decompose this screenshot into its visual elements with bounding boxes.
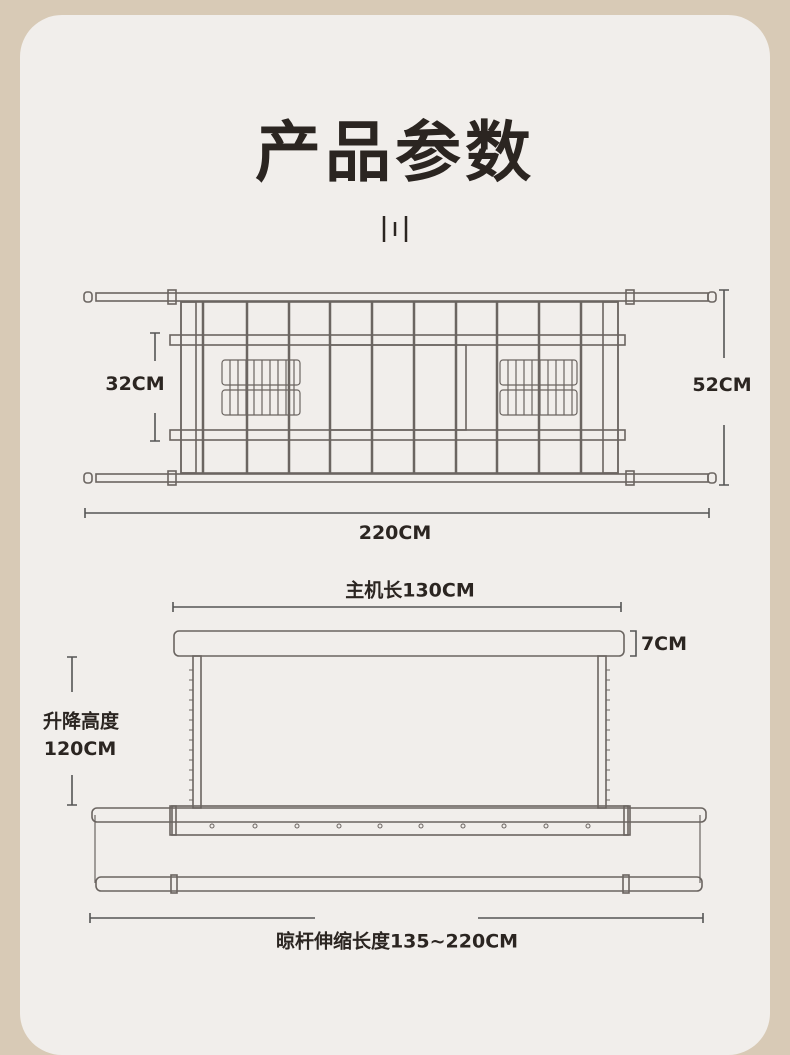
total-width-label: 220CM [358, 522, 432, 544]
holes [209, 823, 591, 829]
vent-right [499, 359, 578, 416]
vent-left [221, 359, 301, 416]
page-title: 产品参数 [255, 114, 535, 191]
top-view-drawing [83, 289, 717, 486]
host-length-label: 主机长130CM [345, 579, 475, 602]
host-height-label: 7CM [640, 633, 688, 655]
lift-height-label: 升降高度 [42, 710, 120, 733]
divider-icon [382, 216, 408, 242]
lift-height-value: 120CM [43, 738, 117, 760]
inner-height-label: 32CM [105, 373, 165, 395]
rod-extend-label: 晾杆伸缩长度135~220CM [275, 930, 519, 953]
spec-card [20, 15, 770, 1055]
dimension-lines [67, 289, 729, 923]
diagram [67, 216, 729, 923]
total-height-label: 52CM [692, 374, 752, 396]
side-view-drawing [91, 630, 707, 894]
